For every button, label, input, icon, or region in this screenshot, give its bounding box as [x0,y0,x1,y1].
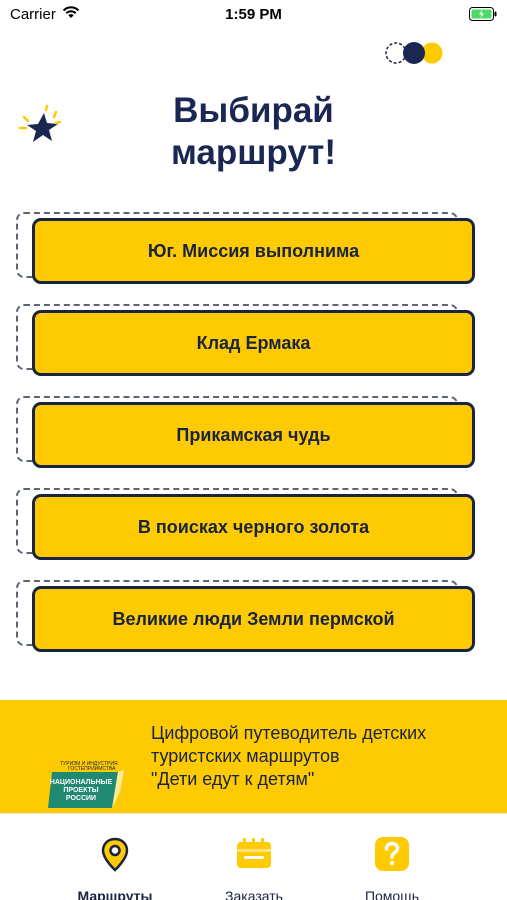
page-title: Выбирай маршрут! [0,90,507,174]
ticket-icon [237,838,271,868]
tab-order[interactable]: Заказать [194,814,314,900]
logo-big-text-2: ПРОЕКТЫ [63,787,98,794]
national-projects-logo: ТУРИЗМ И ИНДУСТРИЯ ГОСТЕПРИИМСТВА НАЦИОН… [48,761,124,808]
status-time: 1:59 PM [225,6,282,23]
route-item[interactable]: Юг. Миссия выполнима [16,212,476,286]
route-item[interactable]: Клад Ермака [16,304,476,378]
tab-label: Заказать [225,888,283,900]
banner-line-2: туристских маршрутов [151,746,340,766]
status-bar: Carrier 1:59 PM [0,0,507,30]
route-item[interactable]: Прикамская чудь [16,396,476,470]
help-icon [375,837,409,871]
title-line-1: Выбирай [173,91,334,130]
banner-text: Цифровой путеводитель детских туристских… [151,722,496,791]
route-button[interactable]: В поисках черного золота [32,494,475,560]
logo-big-text-3: РОССИИ [66,795,96,802]
tab-bar: Маршруты Заказать Помощь [0,813,507,900]
wifi-icon [62,6,80,18]
route-item[interactable]: В поисках черного золота [16,488,476,562]
theme-toggle[interactable] [384,41,446,65]
route-item[interactable]: Великие люди Земли пермской [16,580,476,654]
logo-big-text-1: НАЦИОНАЛЬНЫЕ [50,779,113,786]
route-button[interactable]: Прикамская чудь [32,402,475,468]
carrier-label: Carrier [10,6,56,23]
banner-line-1: Цифровой путеводитель детских [151,723,427,743]
battery-icon [469,7,497,21]
logo-small-text-1: ТУРИЗМ И ИНДУСТРИЯ [60,761,118,767]
tab-label: Помощь [364,888,420,900]
title-line-2: маршрут! [170,133,337,172]
tab-help[interactable]: Помощь [332,814,452,900]
route-button[interactable]: Клад Ермака [32,310,475,376]
route-button[interactable]: Великие люди Земли пермской [32,586,475,652]
star-icon [18,104,62,142]
banner-line-3: "Дети едут к детям" [151,769,315,789]
tab-routes[interactable]: Маршруты [55,814,175,900]
map-pin-icon [101,837,129,872]
logo-small-text-2: ГОСТЕПРИИМСТВА [68,766,116,772]
promo-banner: ТУРИЗМ И ИНДУСТРИЯ ГОСТЕПРИИМСТВА НАЦИОН… [0,700,507,813]
route-button[interactable]: Юг. Миссия выполнима [32,218,475,284]
tab-label: Маршруты [77,888,153,900]
